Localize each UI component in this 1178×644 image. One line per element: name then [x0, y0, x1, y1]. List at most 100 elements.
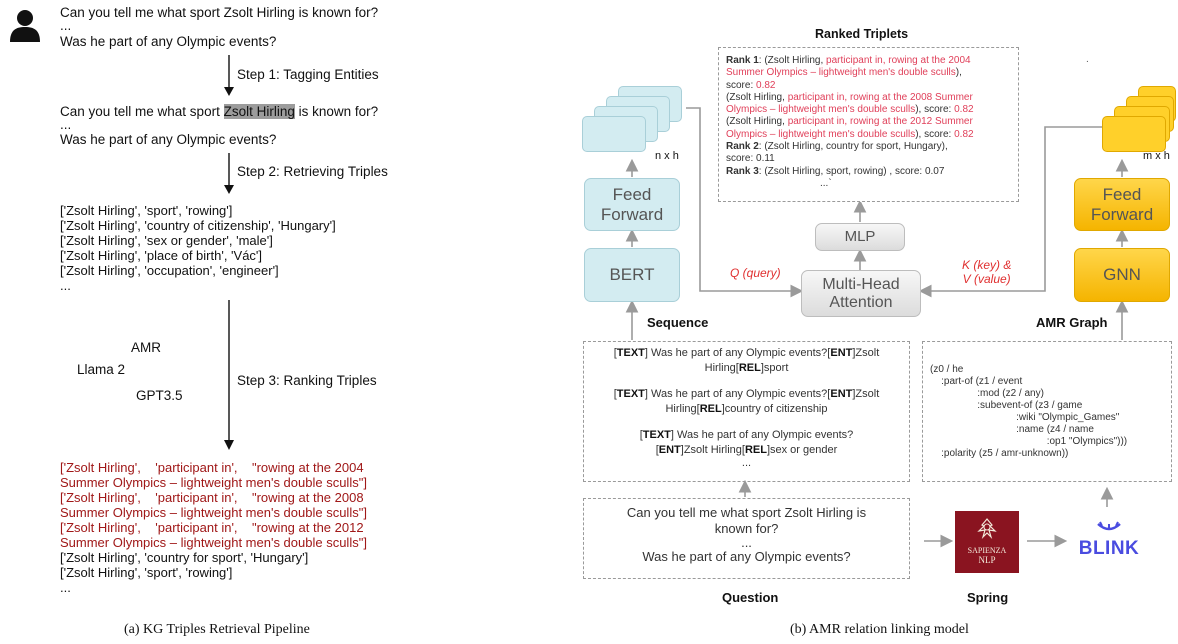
- kv-line-1: K (key) &: [962, 258, 1012, 272]
- ff-label-1: Feed: [612, 184, 652, 204]
- gnn-label: GNN: [1103, 265, 1141, 284]
- rank-line: (Zsolt Hirling, participant in, rowing a…: [726, 92, 974, 104]
- rank-text: score:: [726, 79, 757, 91]
- rank-text: : (Zsolt Hirling, country for sport, Hun…: [758, 141, 948, 153]
- gnn-feed-forward-box: Feed Forward: [1074, 178, 1170, 231]
- rank-text: score: 0.11: [726, 153, 775, 165]
- rank-relation: participant in, rowing at the 2008 Summe…: [787, 91, 973, 103]
- ranked-triple-line: Summer Olympics – lightweight men's doub…: [60, 505, 367, 520]
- caption-b: (b) AMR relation linking model: [790, 622, 969, 637]
- multi-head-attention-box: Multi-Head Attention: [801, 270, 921, 317]
- user-avatar-icon: [8, 8, 42, 42]
- seq-line: Hirling[REL]sport: [704, 362, 789, 374]
- rank-line: Rank 1: (Zsolt Hirling, participant in, …: [726, 55, 974, 67]
- step3-arrow: [224, 300, 234, 450]
- seq-line: Hirling[REL]country of citizenship: [665, 403, 828, 415]
- question-line-1: Can you tell me what sport Zsolt Hirling…: [60, 5, 379, 20]
- rank-line: score: 0.82: [726, 80, 974, 92]
- tagged-post: is known for?: [294, 104, 379, 119]
- amr-graph-label: AMR Graph: [1036, 315, 1108, 330]
- step1-label: Step 1: Tagging Entities: [237, 67, 379, 82]
- amr-line: :name (z4 / name: [930, 424, 1094, 435]
- rank-relation: participant in, rowing at the 2004: [826, 55, 971, 66]
- ranked-triples-list: ['Zsolt Hirling', 'participant in', "row…: [60, 460, 367, 595]
- amr-line: :op1 "Olympics"))): [930, 436, 1128, 447]
- spring-label: Spring: [967, 590, 1009, 605]
- amr-line: :part-of (z1 / event: [930, 376, 1023, 387]
- ff-label-1: Feed: [1102, 184, 1142, 204]
- ranker-amr: AMR: [131, 340, 161, 355]
- question-line-2: Was he part of any Olympic events?: [60, 34, 277, 49]
- nxh-label: n x h: [655, 150, 679, 162]
- tagged-question-line-2: Was he part of any Olympic events?: [60, 132, 277, 147]
- triple-line: ['Zsolt Hirling', 'sex or gender', 'male…: [60, 233, 273, 248]
- rank-score: 0.82: [756, 79, 776, 91]
- step1-arrow: [224, 55, 234, 96]
- amr-graph-box: [922, 341, 1172, 482]
- triple-line: ['Zsolt Hirling', 'place of birth', 'Vác…: [60, 248, 263, 263]
- sapienza-emblem-icon: [977, 518, 997, 540]
- gnn-box: GNN: [1074, 248, 1170, 302]
- sapienza-text: SAPIENZA: [967, 546, 1007, 555]
- triples-list: ['Zsolt Hirling', 'sport', 'rowing'] ['Z…: [60, 203, 336, 293]
- seq-line: ...: [741, 457, 752, 469]
- rank-text: ),: [955, 67, 962, 79]
- seq-line: [TEXT] Was he part of any Olympic events…: [613, 388, 880, 400]
- amr-line: :mod (z2 / any): [930, 388, 1044, 399]
- bert-embedding-stack: [582, 86, 692, 162]
- rank-more: ...`: [820, 177, 832, 189]
- rank-line: Rank 3: (Zsolt Hirling, sport, rowing) ,…: [726, 166, 974, 178]
- rank-text: : (Zsolt Hirling, sport, rowing) , score…: [758, 165, 945, 177]
- eye-icon: [1097, 521, 1121, 531]
- triple-line: ['Zsolt Hirling', 'sport', 'rowing']: [60, 203, 233, 218]
- amr-line: (z0 / he: [930, 364, 964, 375]
- bert-feed-forward-box: Feed Forward: [584, 178, 680, 231]
- ranked-triplets-title: Ranked Triplets: [815, 27, 909, 41]
- bert-box: BERT: [584, 248, 680, 302]
- mha-label-1: Multi-Head: [822, 275, 900, 293]
- question-text-1: Can you tell me what sport Zsolt Hirling…: [626, 505, 867, 520]
- key-value-label: K (key) & V (value): [962, 258, 1011, 286]
- gnn-embedding-stack: [1102, 86, 1178, 162]
- sapienza-nlp-logo: SAPIENZA NLP: [955, 511, 1019, 573]
- rank-text: : (Zsolt Hirling,: [758, 55, 827, 66]
- triple-line: ...: [60, 278, 71, 293]
- ranked-triple-line: Summer Olympics – lightweight men's doub…: [60, 535, 367, 550]
- amr-line: :wiki "Olympic_Games": [930, 412, 1120, 423]
- question-content: Can you tell me what sport Zsolt Hirling…: [583, 505, 910, 565]
- kv-line-2: V (value): [962, 272, 1011, 286]
- stray-dot: .: [1086, 54, 1089, 65]
- rank-line: Summer Olympics – lightweight men's doub…: [726, 67, 974, 79]
- ranked-triple-line: ['Zsolt Hirling', 'participant in', "row…: [60, 520, 364, 535]
- mxh-label: m x h: [1143, 150, 1170, 162]
- rank-text: ), score:: [915, 128, 955, 140]
- ranked-triple-line: ['Zsolt Hirling', 'participant in', "row…: [60, 460, 364, 475]
- rank-score: 0.82: [954, 104, 974, 116]
- question-text-3: ...: [741, 535, 752, 550]
- question-text-2: known for?: [714, 521, 779, 536]
- step3-label: Step 3: Ranking Triples: [237, 373, 377, 388]
- mlp-box: MLP: [815, 223, 905, 251]
- ranked-triple-line: ...: [60, 580, 71, 595]
- nlp-text: NLP: [978, 555, 996, 565]
- tagged-question-line-1: Can you tell me what sport Zsolt Hirling…: [60, 104, 378, 120]
- sequence-label: Sequence: [647, 315, 709, 330]
- mha-label-2: Attention: [829, 293, 893, 311]
- rank-line: (Zsolt Hirling, participant in, rowing a…: [726, 116, 974, 128]
- ellipsis: ...: [60, 18, 72, 33]
- ranked-triplets-box: [718, 47, 1019, 202]
- ranker-gpt35: GPT3.5: [136, 388, 183, 403]
- step2-label: Step 2: Retrieving Triples: [237, 164, 388, 179]
- triple-line: ['Zsolt Hirling', 'country of citizenshi…: [60, 218, 336, 233]
- sequence-inputs-content: [TEXT] Was he part of any Olympic events…: [583, 346, 910, 469]
- amr-graph-content: (z0 / he :part-of (z1 / event :mod (z2 /…: [930, 364, 1127, 460]
- rank2-label: Rank 2: [726, 141, 759, 153]
- caption-a: (a) KG Triples Retrieval Pipeline: [124, 622, 310, 637]
- rank-text: ), score:: [915, 104, 955, 116]
- triple-line: ['Zsolt Hirling', 'occupation', 'enginee…: [60, 263, 279, 278]
- blink-text: BLINK: [1078, 538, 1140, 559]
- blink-logo: BLINK: [1078, 520, 1140, 559]
- rank-line: Olympics – lightweight men's double scul…: [726, 129, 974, 141]
- rank-line: ...`: [726, 178, 974, 190]
- ranked-triplets-content: Rank 1: (Zsolt Hirling, participant in, …: [726, 55, 974, 190]
